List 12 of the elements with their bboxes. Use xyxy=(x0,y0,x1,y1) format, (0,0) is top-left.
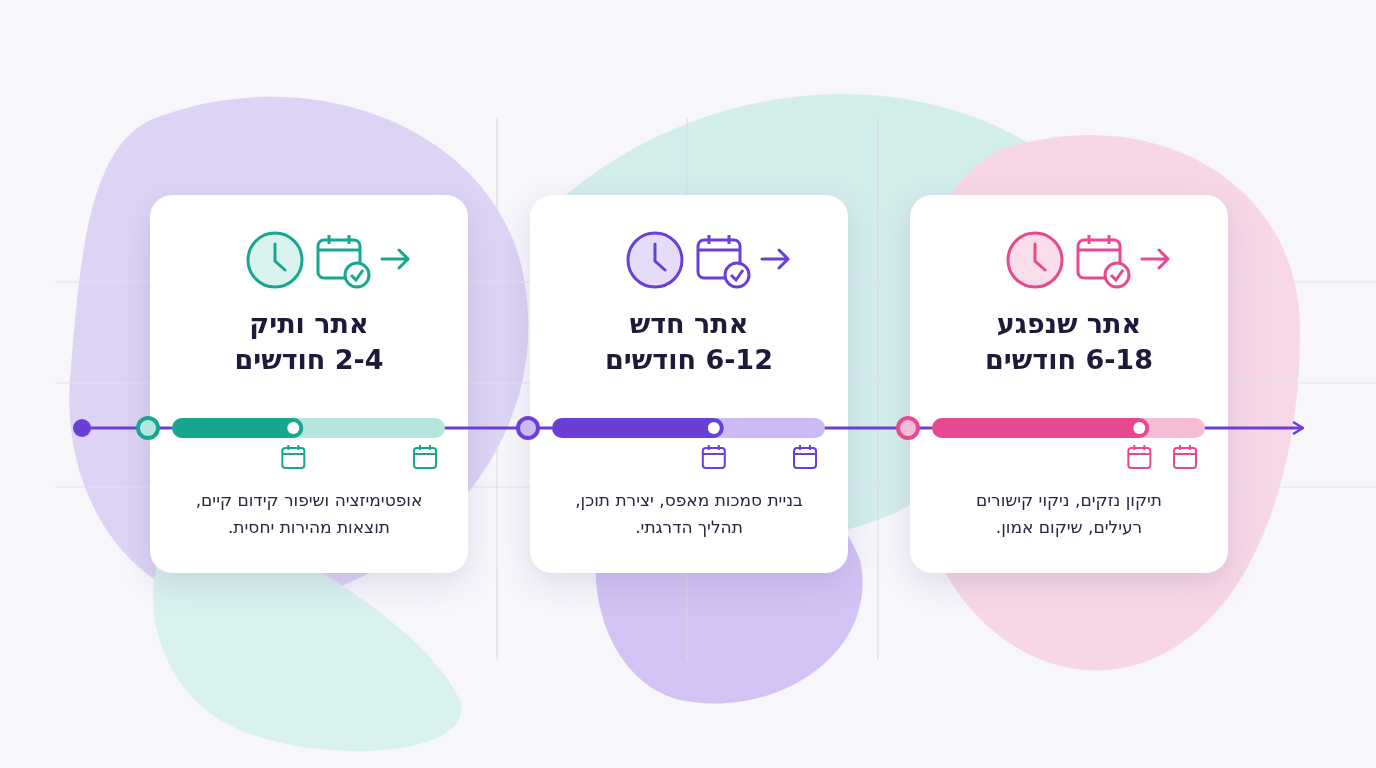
timeline-card xyxy=(530,195,848,573)
card-description: בניית סמכות מאפס, יצירת תוכן, תהליך הדרגתי. xyxy=(574,489,804,539)
duration-label: 6-12 חודשים xyxy=(604,343,774,377)
timeline-card xyxy=(150,195,468,573)
duration-label: 6-18 חודשים xyxy=(984,343,1154,377)
card-description: אופטימיזציה ושיפור קידום קיים, תוצאות מהירות יחסית. xyxy=(194,489,424,539)
timeline-card xyxy=(910,195,1228,573)
card-description: תיקון נזקים, ניקוי קישורים רעילים, שיקום אמון. xyxy=(974,489,1164,539)
card-title: אתר חדש xyxy=(628,307,750,341)
duration-label: 2-4 חודשים xyxy=(233,343,385,377)
card-title: אתר ותיק xyxy=(248,307,370,341)
card-title: אתר שנפגע xyxy=(995,307,1143,341)
